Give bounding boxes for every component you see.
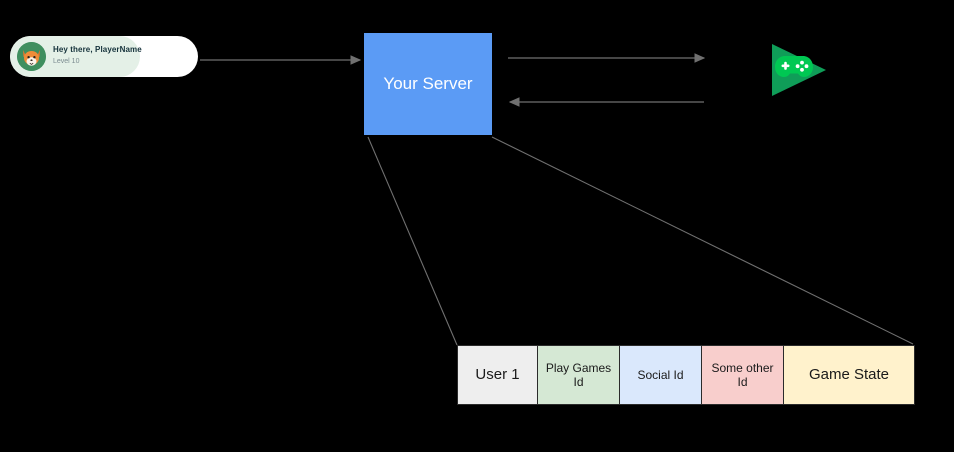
table-cell-play-games-id: Play Games Id [538, 346, 620, 404]
google-play-games-icon [768, 42, 830, 98]
server-label: Your Server [383, 74, 473, 93]
player-text-block: Hey there, PlayerName Level 10 [53, 44, 183, 67]
table-cell-user: User 1 [458, 346, 538, 404]
player-greeting-card: Hey there, PlayerName Level 10 [10, 36, 198, 77]
fox-avatar-icon [17, 42, 46, 71]
table-cell-social-id: Social Id [620, 346, 702, 404]
your-server-node: Your Server [364, 33, 492, 135]
table-cell-label: Social Id [637, 368, 684, 382]
server-to-table-right-line [491, 136, 914, 345]
table-cell-label: User 1 [475, 366, 520, 383]
table-cell-label: Some other Id [711, 361, 774, 389]
player-level-text: Level 10 [53, 58, 80, 65]
table-cell-label: Game State [808, 366, 890, 383]
user-record-table: User 1 Play Games Id Social Id Some othe… [457, 345, 915, 405]
table-cell-label: Play Games Id [545, 361, 612, 389]
player-greeting-text: Hey there, PlayerName [53, 45, 142, 54]
server-to-table-left-line [367, 136, 458, 346]
table-cell-some-other-id: Some other Id [702, 346, 784, 404]
table-cell-game-state: Game State [784, 346, 914, 404]
